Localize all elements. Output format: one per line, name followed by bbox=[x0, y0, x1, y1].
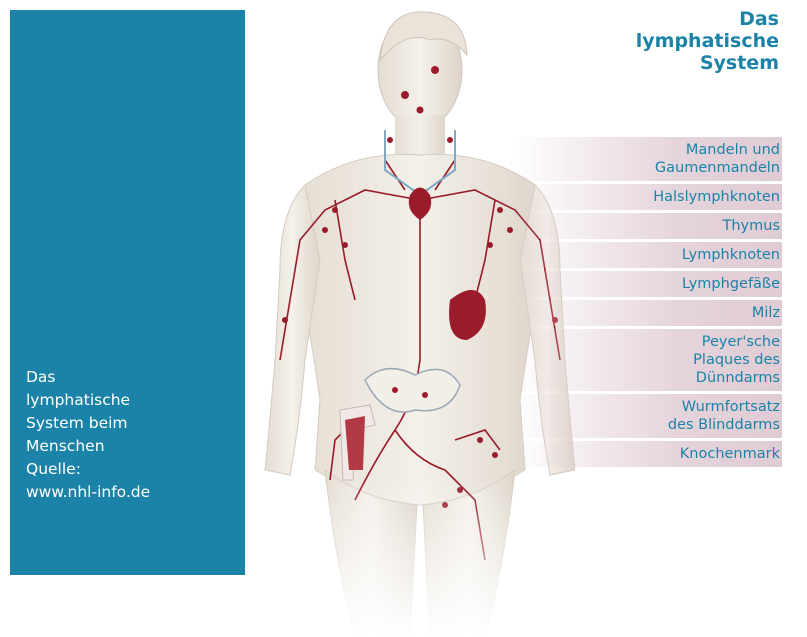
caption-line: Menschen bbox=[26, 435, 226, 458]
label-line: Thymus bbox=[510, 217, 780, 235]
label-lymph-vessels: Lymphgefäße bbox=[510, 271, 782, 297]
label-line: Peyer'sche bbox=[510, 333, 780, 351]
label-line: Milz bbox=[510, 304, 780, 322]
label-line: Lymphgefäße bbox=[510, 275, 780, 293]
label-line: des Blinddarms bbox=[510, 416, 780, 434]
label-thymus: Thymus bbox=[510, 213, 782, 239]
label-lymph-nodes: Lymphknoten bbox=[510, 242, 782, 268]
label-cervical-lymph-nodes: Halslymphknoten bbox=[510, 184, 782, 210]
label-line: Mandeln und bbox=[510, 141, 780, 159]
caption-line: System beim bbox=[26, 412, 226, 435]
label-appendix: Wurmfortsatz des Blinddarms bbox=[510, 394, 782, 438]
label-line: Gaumenmandeln bbox=[510, 159, 780, 177]
label-spleen: Milz bbox=[510, 300, 782, 326]
caption-marker bbox=[0, 374, 6, 394]
figure-caption: Das lymphatische System beim Menschen Qu… bbox=[26, 366, 226, 504]
label-line: Halslymphknoten bbox=[510, 188, 780, 206]
label-line: Plaques des bbox=[510, 351, 780, 369]
organ-label-list: Mandeln und Gaumenmandeln Halslymphknote… bbox=[510, 137, 782, 470]
caption-line: Quelle: bbox=[26, 458, 226, 481]
label-bone-marrow: Knochenmark bbox=[510, 441, 782, 467]
label-line: Dünndarms bbox=[510, 369, 780, 387]
label-peyers-patches: Peyer'sche Plaques des Dünndarms bbox=[510, 329, 782, 391]
label-tonsils: Mandeln und Gaumenmandeln bbox=[510, 137, 782, 181]
title-line: System bbox=[636, 52, 779, 74]
caption-source-url: www.nhl-info.de bbox=[26, 481, 226, 504]
label-line: Knochenmark bbox=[510, 445, 780, 463]
page-title: Das lymphatische System bbox=[636, 8, 779, 74]
label-line: Lymphknoten bbox=[510, 246, 780, 264]
label-line: Wurmfortsatz bbox=[510, 398, 780, 416]
title-line: Das bbox=[636, 8, 779, 30]
title-line: lymphatische bbox=[636, 30, 779, 52]
caption-line: Das bbox=[26, 366, 226, 389]
caption-line: lymphatische bbox=[26, 389, 226, 412]
